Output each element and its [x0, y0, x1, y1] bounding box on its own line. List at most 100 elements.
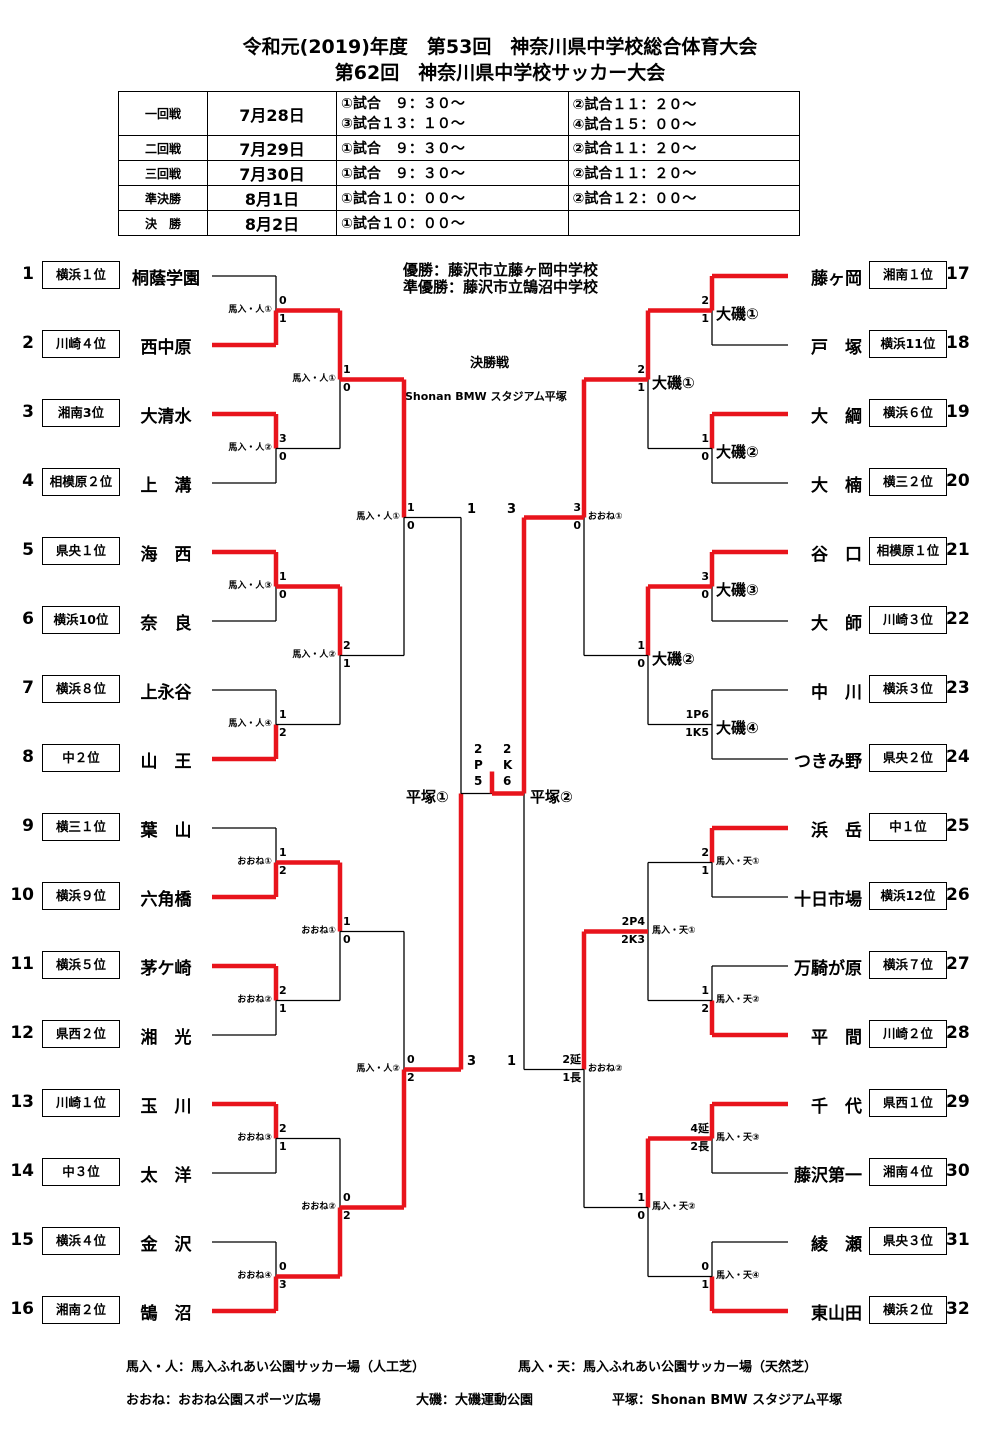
match-score: 1	[701, 983, 709, 997]
prefecture-rank: 横浜１位	[42, 261, 120, 289]
prefecture-rank: 横三２位	[869, 468, 947, 496]
match-score: 0	[279, 293, 287, 307]
team-name: 戸 塚	[811, 338, 862, 358]
match-score: 2長	[690, 1139, 709, 1153]
team-name: 六角橋	[140, 890, 192, 910]
venue-label: 馬入・天③	[716, 1132, 760, 1143]
seed-number: 12	[10, 1023, 34, 1043]
match-score: 3	[701, 569, 709, 583]
match-time: ①試合 ９：３０～	[336, 160, 569, 186]
seed-number: 13	[10, 1092, 34, 1112]
match-time: ①試合１０：００～	[336, 185, 569, 211]
final-score: 6	[503, 773, 512, 788]
prefecture-rank: 横浜８位	[42, 675, 120, 703]
match-score: 1	[279, 569, 287, 583]
legend-text: 大磯：大磯運動公園	[416, 1393, 534, 1408]
prefecture-rank: 相模原１位	[869, 537, 947, 565]
prefecture-rank: 横浜３位	[869, 675, 947, 703]
match-time	[567, 210, 800, 236]
venue-label: 大磯②	[716, 442, 759, 461]
prefecture-rank: 川崎４位	[42, 330, 120, 358]
seed-number: 18	[946, 333, 970, 353]
match-score: 1P6	[685, 707, 709, 721]
team-name: 大 楠	[811, 476, 862, 496]
match-score: 1	[637, 1190, 645, 1204]
team-name: 上永谷	[140, 683, 192, 703]
team-name: 大 師	[811, 614, 862, 634]
team-name: 太 洋	[140, 1166, 192, 1186]
match-time: ①試合 ９：３０～	[336, 135, 569, 161]
venue-label: 馬入・人①	[356, 511, 400, 522]
prefecture-rank: 横浜11位	[869, 330, 947, 358]
venue-label: 馬入・人②	[228, 442, 272, 453]
team-name: 大清水	[140, 407, 192, 427]
prefecture-rank: 横浜７位	[869, 951, 947, 979]
prefecture-rank: 横浜10位	[42, 606, 120, 634]
match-score: 2	[279, 725, 287, 739]
team-name: 桐蔭学園	[132, 269, 200, 289]
match-score: 1	[701, 863, 709, 877]
venue-label: おおね②	[237, 994, 272, 1005]
seed-number: 2	[22, 333, 34, 353]
team-name: 葉 山	[140, 821, 192, 841]
winner-text: 優勝：藤沢市立藤ヶ岡中学校	[403, 261, 599, 279]
prefecture-rank: 湘南3位	[42, 399, 120, 427]
venue-label: 平塚②	[530, 787, 573, 806]
prefecture-rank: 川崎３位	[869, 606, 947, 634]
prefecture-rank: 湘南１位	[869, 261, 947, 289]
match-score: 3	[279, 1277, 287, 1291]
round-label: 準決勝	[118, 185, 208, 211]
venue-label: 馬入・天②	[652, 1201, 696, 1212]
match-score: 1	[279, 311, 287, 325]
page-subtitle: 第62回 神奈川県中学校サッカー大会	[334, 62, 666, 84]
seed-number: 29	[946, 1092, 970, 1112]
legend-text: 平塚：Shonan BMW スタジアム平塚	[612, 1393, 843, 1408]
match-score: 1	[343, 656, 351, 670]
seed-number: 7	[22, 678, 34, 698]
seed-number: 8	[22, 747, 34, 767]
final-score: 2	[474, 741, 483, 756]
seed-number: 21	[946, 540, 970, 560]
seed-number: 16	[10, 1299, 34, 1319]
seed-number: 9	[22, 816, 34, 836]
seed-number: 11	[10, 954, 34, 974]
venue-label: 馬入・人①	[292, 373, 336, 384]
match-score: 0	[279, 587, 287, 601]
team-name: 山 王	[140, 752, 192, 772]
match-score: 0	[573, 518, 581, 532]
seed-number: 27	[946, 954, 970, 974]
venue-label: おおね①	[237, 856, 272, 867]
seed-number: 30	[946, 1161, 970, 1181]
prefecture-rank: 横三１位	[42, 813, 120, 841]
venue-label: 馬入・天①	[652, 925, 696, 936]
team-name: 玉 川	[140, 1097, 192, 1117]
team-name: 平 間	[811, 1028, 862, 1048]
team-name: 湘 光	[140, 1028, 192, 1048]
team-name: 十日市場	[794, 890, 862, 910]
match-score: 2	[637, 362, 645, 376]
seed-number: 23	[946, 678, 970, 698]
team-name: 茅ケ崎	[140, 959, 192, 979]
match-score: 1	[637, 380, 645, 394]
venue-label: おおね②	[588, 1063, 623, 1074]
final-venue: Shonan BMW スタジアム平塚	[405, 390, 567, 403]
prefecture-rank: 県西２位	[42, 1020, 120, 1048]
match-score: 0	[343, 380, 351, 394]
match-score: 2	[701, 293, 709, 307]
round-date: 8月1日	[207, 185, 337, 211]
match-score: 2K3	[621, 932, 645, 946]
match-score: 2	[343, 1208, 351, 1222]
seed-number: 19	[946, 402, 970, 422]
final-score: 2	[503, 741, 512, 756]
venue-label: 馬入・人④	[228, 718, 272, 729]
match-score: 1	[507, 1053, 517, 1069]
prefecture-rank: 中２位	[42, 744, 120, 772]
venue-label: おおね①	[301, 925, 336, 936]
venue-label: 馬入・天①	[716, 856, 760, 867]
match-score: 1	[701, 1277, 709, 1291]
venue-label: 馬入・人②	[356, 1063, 400, 1074]
match-score: 1	[279, 1001, 287, 1015]
match-score: 2	[701, 845, 709, 859]
venue-label: 大磯④	[716, 718, 759, 737]
match-score: 3	[467, 1053, 477, 1069]
